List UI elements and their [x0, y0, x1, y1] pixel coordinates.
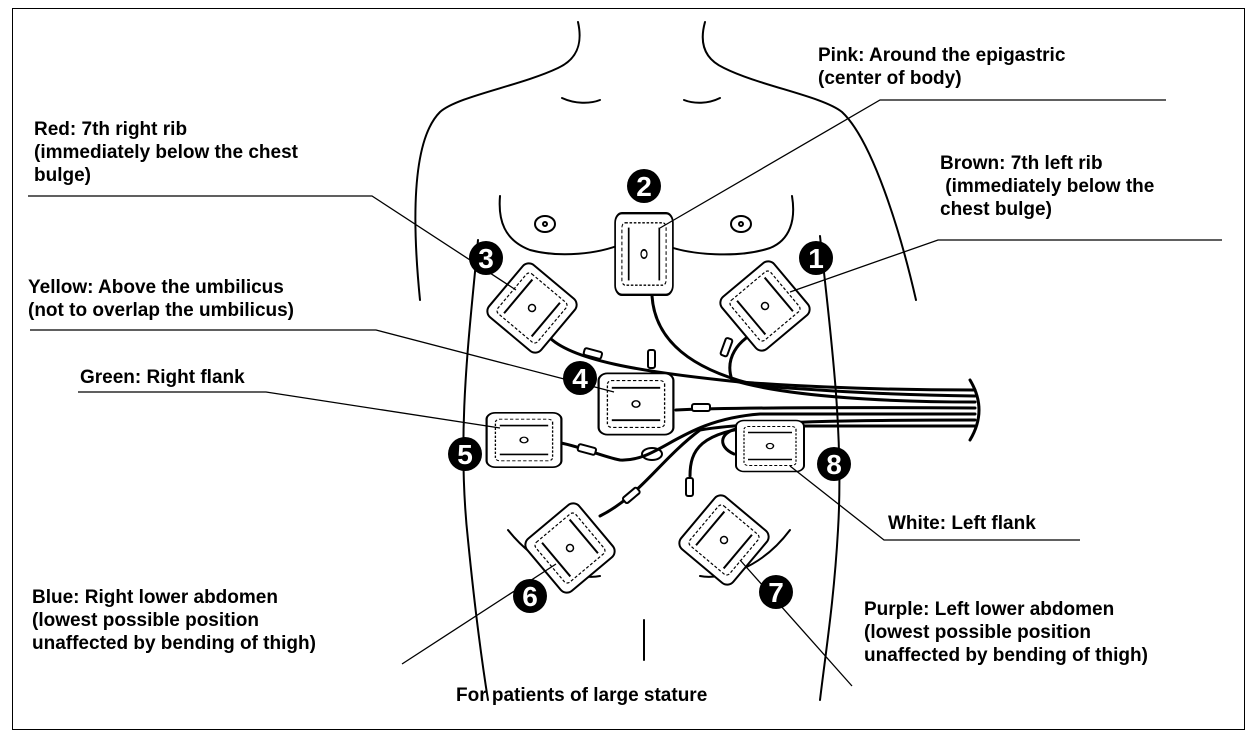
label-electrode-8: White: Left flank — [888, 512, 1036, 535]
label-3-line: Red: 7th right rib — [34, 118, 298, 141]
badge-6: 6 — [513, 579, 547, 613]
badge-2-number: 2 — [636, 171, 652, 202]
label-6-line: unaffected by bending of thigh) — [32, 632, 316, 655]
badge-7: 7 — [759, 575, 793, 609]
label-7-line: unaffected by bending of thigh) — [864, 644, 1148, 667]
badge-2: 2 — [627, 169, 661, 203]
label-4-line: Yellow: Above the umbilicus — [28, 276, 294, 299]
right-chest-contour — [500, 196, 622, 254]
badge-7-number: 7 — [768, 577, 784, 608]
electrode-pad-8 — [736, 421, 804, 472]
badge-3-number: 3 — [478, 243, 494, 274]
label-1-line: Brown: 7th left rib — [940, 152, 1154, 175]
label-7-line: Purple: Left lower abdomen — [864, 598, 1148, 621]
label-electrode-2: Pink: Around the epigastric (center of b… — [818, 44, 1065, 90]
label-8-line: White: Left flank — [888, 512, 1036, 535]
label-1-line: (immediately below the — [940, 175, 1154, 198]
label-2-line: (center of body) — [818, 67, 1065, 90]
label-electrode-4: Yellow: Above the umbilicus (not to over… — [28, 276, 294, 322]
label-6-line: (lowest possible position — [32, 609, 316, 632]
badge-8: 8 — [817, 447, 851, 481]
figure-caption: For patients of large stature — [456, 684, 707, 707]
right-nipple-icon — [535, 216, 555, 232]
electrode-pad-3 — [484, 260, 580, 356]
label-electrode-7: Purple: Left lower abdomen (lowest possi… — [864, 598, 1148, 667]
badge-8-number: 8 — [826, 449, 842, 480]
torso-outline — [415, 22, 916, 700]
badge-1-number: 1 — [808, 243, 824, 274]
left-nipple-icon — [731, 216, 751, 232]
label-4-line: (not to overlap the umbilicus) — [28, 299, 294, 322]
label-3-line: bulge) — [34, 164, 298, 187]
electrode-pad-7 — [676, 492, 772, 588]
label-7-line: (lowest possible position — [864, 621, 1148, 644]
label-5-line: Green: Right flank — [80, 366, 245, 389]
label-electrode-1: Brown: 7th left rib (immediately below t… — [940, 152, 1154, 221]
label-6-line: Blue: Right lower abdomen — [32, 586, 316, 609]
label-electrode-6: Blue: Right lower abdomen (lowest possib… — [32, 586, 316, 655]
label-2-line: Pink: Around the epigastric — [818, 44, 1065, 67]
electrode-pad-5 — [487, 413, 562, 467]
badge-4-number: 4 — [572, 363, 588, 394]
caption-text: For patients of large stature — [456, 684, 707, 707]
left-collarbone — [684, 98, 720, 103]
label-electrode-5: Green: Right flank — [80, 366, 245, 389]
badge-5: 5 — [448, 437, 482, 471]
badge-6-number: 6 — [522, 581, 538, 612]
left-chest-contour — [662, 196, 793, 254]
right-collarbone — [562, 98, 600, 103]
badge-5-number: 5 — [457, 439, 473, 470]
label-electrode-3: Red: 7th right rib (immediately below th… — [34, 118, 298, 187]
badge-3: 3 — [469, 241, 503, 275]
label-3-line: (immediately below the chest — [34, 141, 298, 164]
label-1-line: chest bulge) — [940, 198, 1154, 221]
badge-4: 4 — [563, 361, 597, 395]
electrode-pad-4 — [599, 373, 674, 434]
badge-1: 1 — [799, 241, 833, 275]
